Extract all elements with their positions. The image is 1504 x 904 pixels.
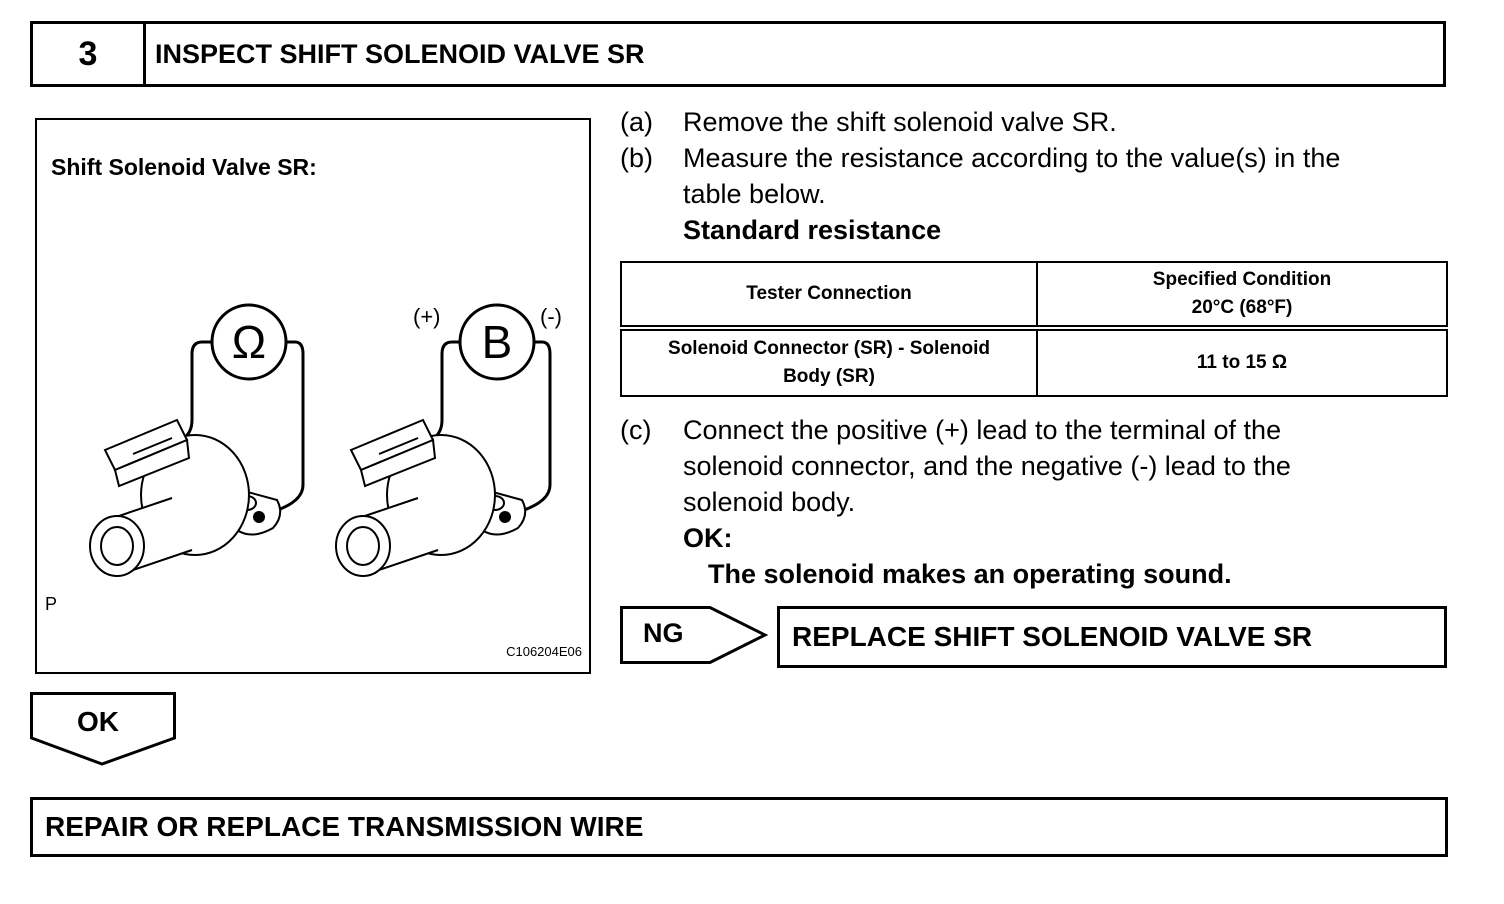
step-c-line-1: Connect the positive (+) lead to the ter… xyxy=(683,415,1282,445)
ok-action-box: REPAIR OR REPLACE TRANSMISSION WIRE xyxy=(30,797,1448,857)
standard-resistance-heading: Standard resistance xyxy=(683,215,942,245)
header-condition-line-2: 20°C (68°F) xyxy=(1191,297,1293,318)
solenoid-2 xyxy=(335,418,527,577)
resistance-spec-table: Tester Connection Specified Condition 20… xyxy=(620,261,1448,397)
step-c-label: (c) xyxy=(620,415,652,445)
step-b-line-2: table below. xyxy=(683,179,826,209)
ohm-symbol: Ω xyxy=(232,316,266,368)
cell-specified-condition: 11 to 15 Ω xyxy=(1036,327,1448,397)
ng-arrow-icon xyxy=(620,606,769,664)
header-tester-connection: Tester Connection xyxy=(620,261,1038,331)
figure-title: Shift Solenoid Valve SR: xyxy=(51,154,317,180)
step-number: 3 xyxy=(33,24,146,84)
ok-label: OK xyxy=(77,706,119,737)
figure-code: C106204E06 xyxy=(506,644,582,659)
solenoid-figure: Shift Solenoid Valve SR: xyxy=(35,118,591,674)
cell-tester-connection: Solenoid Connector (SR) - Solenoid Body … xyxy=(620,327,1038,397)
solenoid-1 xyxy=(89,418,282,577)
step-b-line-1: Measure the resistance according to the … xyxy=(683,143,1341,173)
step-a-text: Remove the shift solenoid valve SR. xyxy=(683,107,1117,137)
battery-symbol: B xyxy=(482,316,513,368)
table-header-row: Tester Connection Specified Condition 20… xyxy=(620,261,1448,331)
step-b-label: (b) xyxy=(620,143,653,173)
ok-heading: OK: xyxy=(683,523,733,553)
step-c-line-2: solenoid connector, and the negative (-)… xyxy=(683,451,1291,481)
header-condition-line-1: Specified Condition xyxy=(1152,269,1332,290)
connection-line-2: Body (SR) xyxy=(783,366,875,387)
table-row: Solenoid Connector (SR) - Solenoid Body … xyxy=(620,327,1448,397)
step-c-line-3: solenoid body. xyxy=(683,487,856,517)
step-title: INSPECT SHIFT SOLENOID VALVE SR xyxy=(155,38,645,69)
solenoid-illustration: Ω B (+) (-) xyxy=(89,303,562,577)
connection-line-1: Solenoid Connector (SR) - Solenoid xyxy=(668,338,990,359)
positive-label: (+) xyxy=(413,304,441,329)
step-header: 3 INSPECT SHIFT SOLENOID VALVE SR xyxy=(30,21,1446,87)
negative-label: (-) xyxy=(540,304,562,329)
ok-arrow-icon xyxy=(30,692,176,766)
header-specified-condition: Specified Condition 20°C (68°F) xyxy=(1036,261,1448,331)
figure-corner-letter: P xyxy=(45,594,58,614)
ng-label: NG xyxy=(643,618,684,648)
ng-action-box: REPLACE SHIFT SOLENOID VALVE SR xyxy=(777,606,1447,668)
step-a-label: (a) xyxy=(620,107,653,137)
ok-result: The solenoid makes an operating sound. xyxy=(708,559,1232,589)
